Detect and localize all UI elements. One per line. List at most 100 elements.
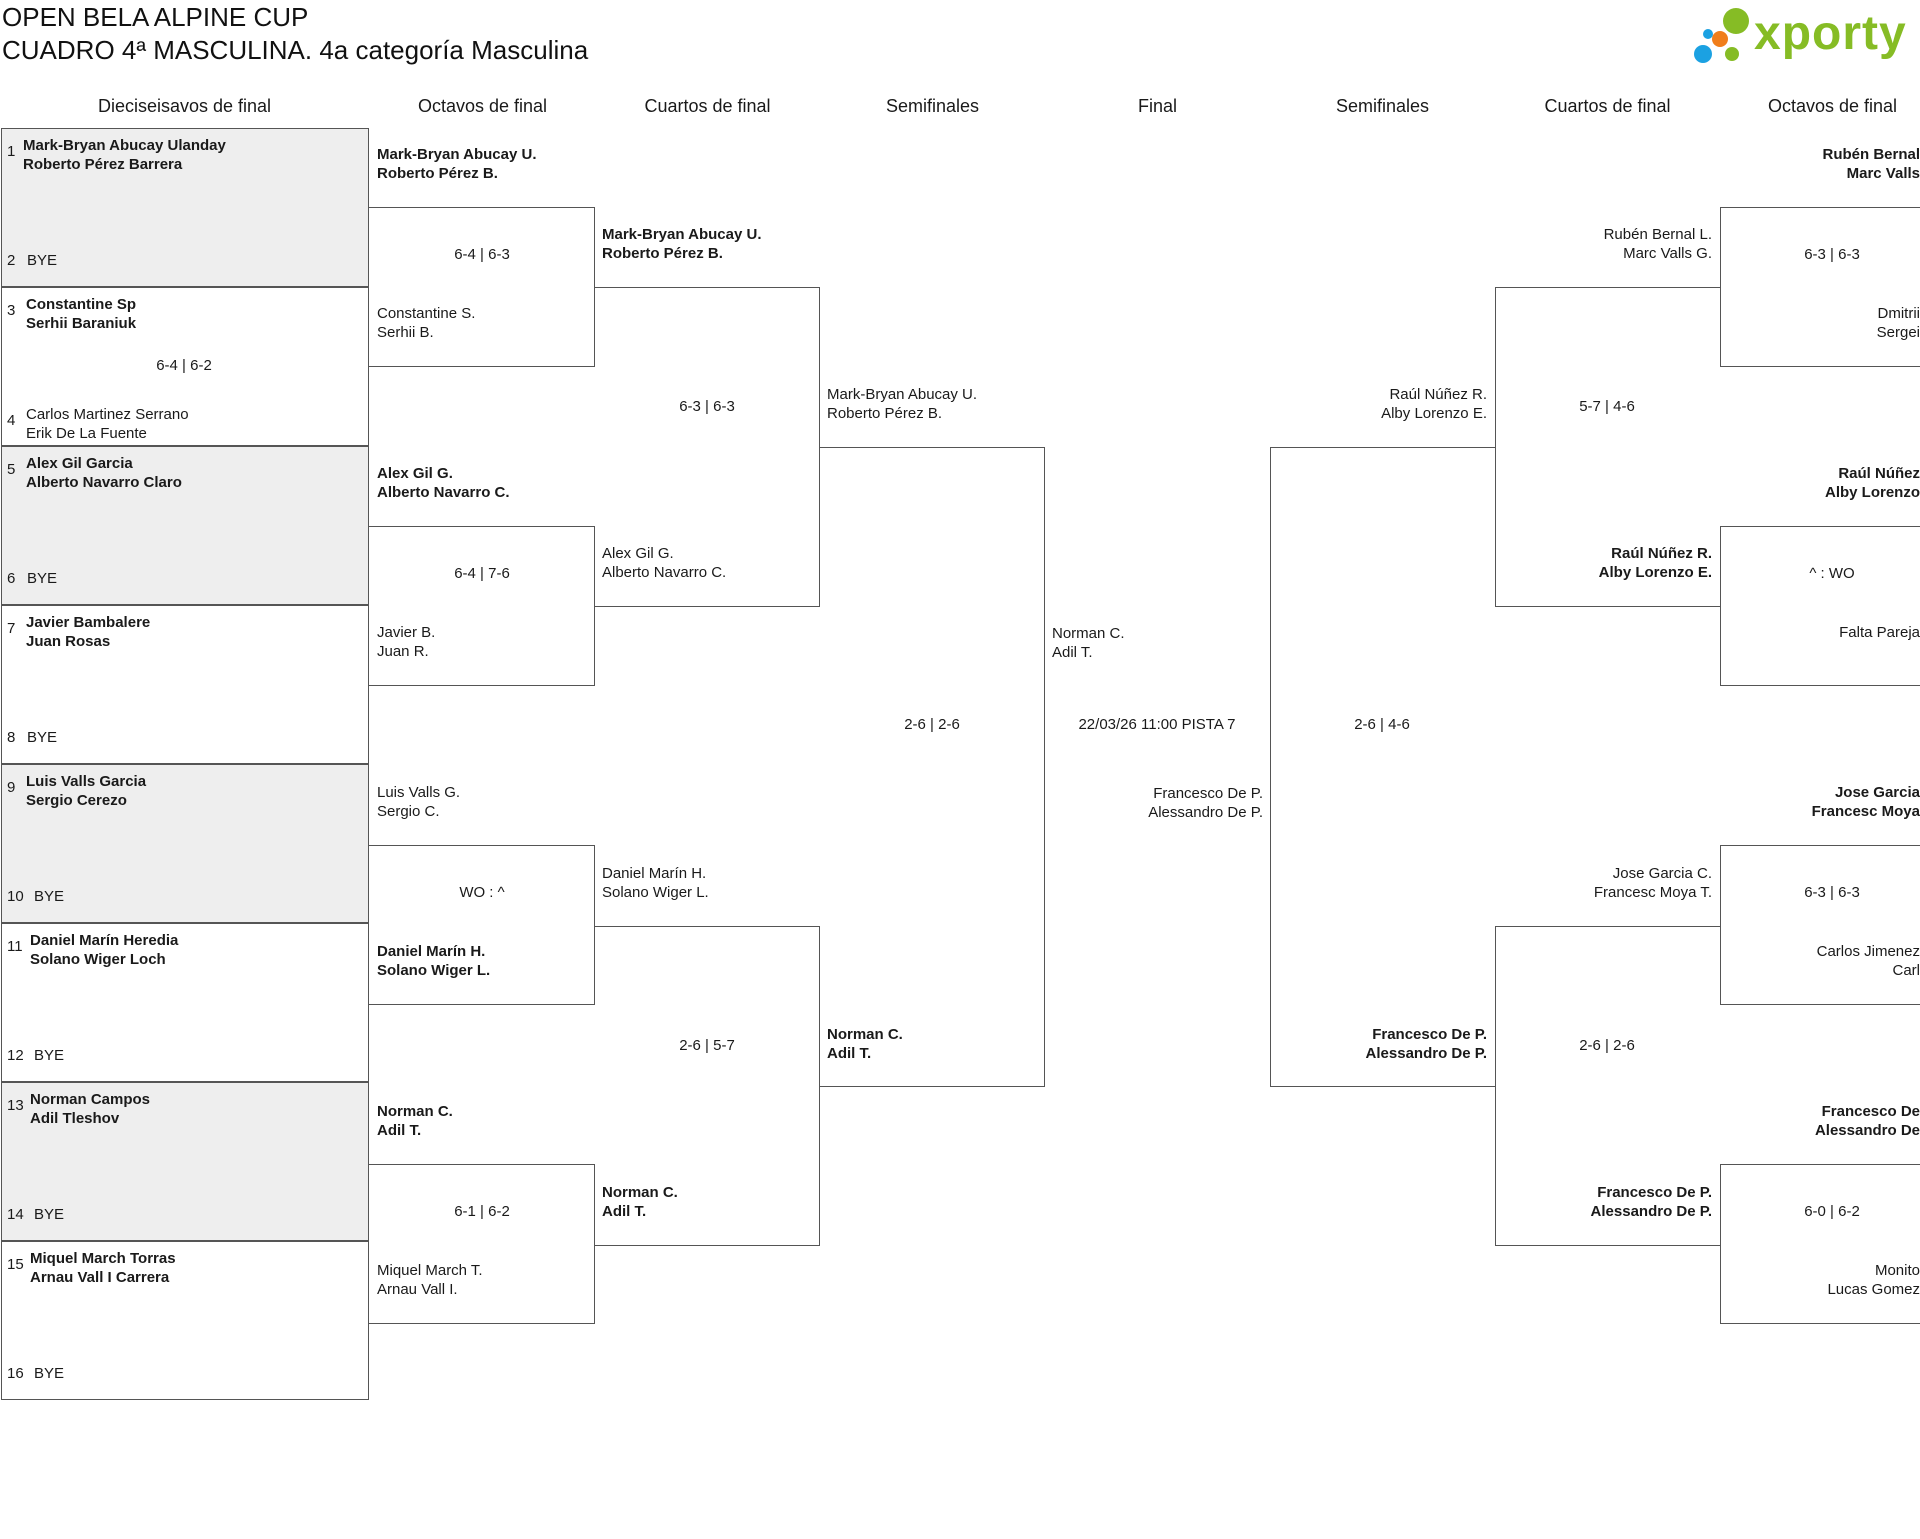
- bracket-line: [1720, 845, 1721, 1005]
- round-header: Semifinales: [885, 96, 980, 116]
- pair-name-line1: Miquel March T.: [377, 1262, 483, 1279]
- seed-number: 16: [7, 1365, 24, 1382]
- round-header: Dieciseisavos de final: [97, 96, 272, 116]
- pair-name-line1: Francesco De P.: [1597, 1184, 1712, 1201]
- seed-player-2: Adil Tleshov: [30, 1110, 120, 1127]
- pair-name-line1: Alex Gil G.: [377, 465, 453, 482]
- seed-player-1: Carlos Martinez Serrano: [26, 406, 189, 423]
- pair-name-line1: Mark-Bryan Abucay U.: [827, 386, 978, 403]
- bracket-line: [1720, 366, 1920, 367]
- pair-name-line2: Serhii B.: [377, 324, 434, 341]
- pair-name-line1: Daniel Marín H.: [377, 943, 486, 960]
- match-score: 2-6 | 2-6: [1579, 1037, 1635, 1054]
- pair-name-line2: Sergei: [1876, 324, 1920, 341]
- seed-number: 10: [7, 888, 24, 905]
- seed-player-1: Alex Gil Garcia: [26, 455, 133, 472]
- bracket-line: [594, 926, 819, 927]
- pair-name-line1: Mark-Bryan Abucay U.: [377, 146, 537, 163]
- pair-name-line2: Alessandro De P.: [1365, 1045, 1487, 1062]
- pair-name-line2: Adil T.: [377, 1122, 422, 1139]
- bracket-line: [1720, 526, 1920, 527]
- pair-name-line1: Constantine S.: [377, 305, 476, 322]
- pair-name-line1: Rubén Bernal: [1822, 146, 1920, 163]
- seed-player-2: Sergio Cerezo: [26, 792, 127, 809]
- pair-name-line1: Falta Pareja: [1839, 624, 1920, 641]
- seed-number: 6: [7, 570, 16, 587]
- match-score: WO : ^: [459, 884, 505, 901]
- bye-label: BYE: [34, 1047, 65, 1064]
- bracket-line: [369, 1164, 594, 1165]
- pair-name-line1: Norman C.: [602, 1184, 678, 1201]
- match-score: 6-4 | 7-6: [454, 565, 510, 582]
- seed-player-2: Serhii Baraniuk: [26, 315, 137, 332]
- bracket-line: [1720, 526, 1721, 686]
- pair-name-line1: Francesco De P.: [1372, 1026, 1487, 1043]
- bracket-line: [1720, 845, 1920, 846]
- seed-box: [1, 923, 369, 1082]
- seed-number: 2: [7, 252, 16, 269]
- pair-name-line2: Alby Lorenzo E.: [1381, 405, 1487, 422]
- seed-player-1: Miquel March Torras: [30, 1250, 176, 1267]
- match-score: 6-3 | 6-3: [679, 398, 735, 415]
- draw-subtitle: CUADRO 4ª MASCULINA. 4a categoría Mascul…: [2, 35, 589, 65]
- xporty-logo: xporty: [1690, 4, 1920, 66]
- seed-box: [1, 605, 369, 764]
- bracket-line: [1720, 1004, 1920, 1005]
- seed-player-1: Luis Valls Garcia: [26, 773, 147, 790]
- round-header: Final: [1137, 96, 1177, 116]
- pair-name-line2: Adil T.: [602, 1203, 647, 1220]
- seed-number: 5: [7, 461, 16, 478]
- pair-name-line1: Dmitrii: [1877, 305, 1920, 322]
- round-header: Semifinales: [1335, 96, 1430, 116]
- pair-name-line2: Alberto Navarro C.: [602, 564, 727, 581]
- seed-player-2: Solano Wiger Loch: [30, 951, 166, 968]
- pair-name-line2: Alby Lorenzo: [1824, 484, 1920, 501]
- pair-name-line1: Raúl Núñez R.: [1611, 545, 1712, 562]
- logo-dots-icon: [1694, 8, 1749, 63]
- pair-name-line2: Adil T.: [827, 1045, 872, 1062]
- bye-label: BYE: [27, 729, 58, 746]
- seed-number: 7: [7, 620, 16, 637]
- seed-number: 11: [7, 938, 23, 955]
- seed-player-1: Mark-Bryan Abucay Ulanday: [23, 137, 226, 154]
- bracket-line: [819, 447, 1044, 448]
- seed-number: 14: [7, 1206, 24, 1223]
- bracket-line: [1270, 447, 1271, 1087]
- pair-name-line1: Jose Garcia C.: [1612, 865, 1712, 882]
- bracket-line: [369, 526, 594, 527]
- pair-name-line2: Roberto Pérez B.: [602, 245, 723, 262]
- bracket-line: [819, 1086, 1044, 1087]
- seed-player-2: Erik De La Fuente: [26, 425, 147, 442]
- bracket-line: [369, 845, 594, 846]
- final-schedule: 22/03/26 11:00 PISTA 7: [1078, 716, 1236, 733]
- bracket-line: [1720, 1164, 1920, 1165]
- bracket-line: [1044, 447, 1045, 1087]
- bracket-line: [369, 685, 594, 686]
- pair-name-line1: Javier B.: [377, 624, 436, 641]
- bracket-line: [1495, 926, 1496, 1246]
- bracket-line: [1720, 207, 1721, 367]
- bye-label: BYE: [34, 1206, 65, 1223]
- pair-name-line2: Alby Lorenzo E.: [1598, 564, 1712, 581]
- pair-name-line2: Roberto Pérez B.: [827, 405, 943, 422]
- pair-name-line2: Juan R.: [377, 643, 429, 660]
- bracket-line: [1720, 207, 1920, 208]
- bracket-line: [1720, 685, 1920, 686]
- bracket-line: [594, 1245, 819, 1246]
- seed-box: [1, 764, 369, 923]
- round-header: Octavos de final: [417, 96, 548, 116]
- bracket-line: [1270, 1086, 1495, 1087]
- seed-number: 4: [7, 412, 16, 429]
- seed-player-2: Roberto Pérez Barrera: [23, 156, 183, 173]
- bye-label: BYE: [34, 1365, 65, 1382]
- pair-name-line2: Solano Wiger L.: [377, 962, 491, 979]
- match-score: 2-6 | 4-6: [1354, 716, 1410, 733]
- bracket-line: [369, 1323, 594, 1324]
- seed-number: 15: [7, 1256, 24, 1273]
- logo-wordmark: xporty: [1754, 7, 1907, 60]
- pair-name-line2: Alessandro De P.: [1590, 1203, 1712, 1220]
- seed-box: [1, 446, 369, 605]
- bracket-line: [594, 1164, 595, 1324]
- match-score: 2-6 | 5-7: [679, 1037, 735, 1054]
